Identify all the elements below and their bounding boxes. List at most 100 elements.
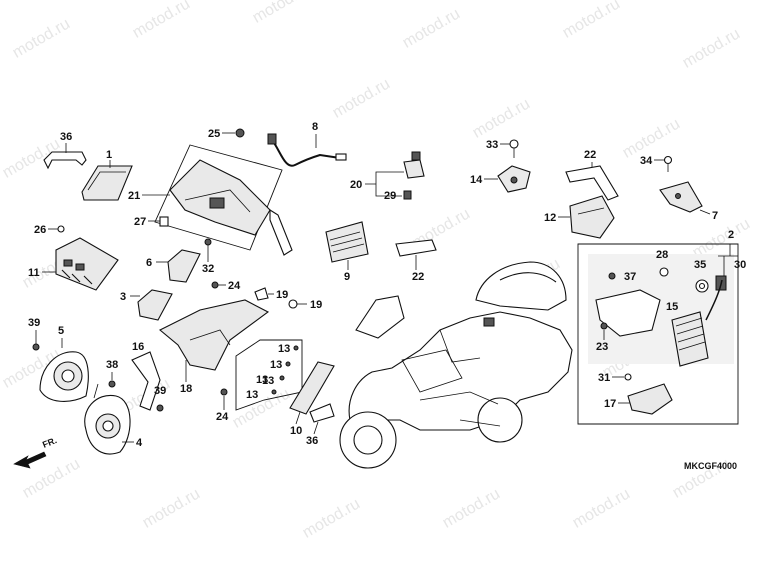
leader-line [718,244,738,276]
callout-38: 38 [106,359,118,371]
callout-4: 4 [136,437,143,449]
motorcycle-illustration [339,261,573,469]
front-label: FR. [41,435,58,450]
part-19-nut[interactable] [288,299,298,309]
part-36-bracket[interactable] [43,151,87,170]
part-32-bolt[interactable] [204,238,212,246]
part-39-bolt[interactable] [32,343,40,351]
callout-36: 36 [60,131,72,143]
callout-13: 13 [246,389,258,401]
part-regulator-bracket[interactable] [595,289,661,337]
part-7-bracket[interactable] [659,181,703,213]
callout-19: 19 [310,299,322,311]
part-18-bracket[interactable] [159,299,270,371]
part-11-control-unit[interactable] [55,237,119,291]
callout-35: 35 [694,259,706,271]
callout-39: 39 [154,385,166,397]
part-33-bolt[interactable] [509,139,519,158]
callout-22: 22 [584,149,596,161]
part-1-module[interactable] [81,165,133,201]
part-22-strap[interactable] [565,165,619,201]
leader-line [313,421,319,435]
diagram-code: MKCGF4000 [684,461,737,471]
part-22-cover[interactable] [395,239,437,257]
leader-line [365,171,404,197]
part-28-nut[interactable] [659,267,669,277]
callout-13: 13 [278,343,290,355]
callout-34: 34 [640,155,653,167]
callout-36: 36 [306,435,318,447]
callout-13: 13 [262,375,274,387]
part-29-clip[interactable] [403,190,412,200]
callout-17: 17 [604,398,616,410]
part-stay[interactable] [269,209,293,256]
callout-18: 18 [180,383,192,395]
part-21-bracket[interactable] [169,159,271,236]
part-3-relay[interactable] [137,289,173,321]
callout-1: 1 [106,149,112,161]
callout-5: 5 [58,325,64,337]
part-17-cover[interactable] [627,383,673,415]
part-13-clips[interactable] [271,345,299,395]
part-38-nut[interactable] [108,380,116,388]
part-24-bolt[interactable] [220,388,228,396]
part-10-duct[interactable] [289,361,335,415]
callout-13: 13 [256,374,268,386]
part-5-horn[interactable] [39,351,89,402]
part-23-bolt[interactable] [600,322,608,330]
callout-26: 26 [34,224,46,236]
callout-7: 7 [712,210,718,222]
part-34-bolt[interactable] [663,155,673,173]
callout-23: 23 [596,341,608,353]
part-26-bolt[interactable] [57,225,65,233]
callout-9: 9 [344,271,350,283]
part-27-clip[interactable] [159,216,169,227]
part-37-bolt[interactable] [608,272,616,280]
callout-16: 16 [132,341,144,353]
part-6-relay[interactable] [167,249,201,283]
part-39-bolt[interactable] [156,404,164,412]
callout-12: 12 [544,212,556,224]
part-35-grommet[interactable] [695,279,709,293]
callout-20: 20 [350,179,362,191]
part-regulator[interactable] [671,279,723,367]
callout-28: 28 [656,249,668,261]
part-4-horn[interactable] [84,383,131,455]
part-19-clip[interactable] [254,287,269,301]
assembly-box [154,144,283,251]
part-36-clip[interactable] [309,403,335,423]
callout-8: 8 [312,121,318,133]
part-20-sensor[interactable] [403,151,425,179]
part-9-ecu[interactable] [325,221,369,263]
detail-box [577,243,739,425]
part-25-bolt[interactable] [235,128,245,138]
callout-24: 24 [228,280,241,292]
front-direction-arrow-icon [13,451,47,469]
part-31-bolt[interactable] [624,373,632,381]
callout-30: 30 [734,259,746,271]
callout-10: 10 [290,425,302,437]
callout-25: 25 [208,128,220,140]
callout-37: 37 [624,271,636,283]
callout-2: 2 [728,229,734,241]
callout-31: 31 [598,372,610,384]
callout-15: 15 [666,301,678,313]
part-24-bolt[interactable] [211,281,219,289]
part-8-harness[interactable] [267,133,347,167]
callout-27: 27 [134,216,146,228]
part-14-bracket[interactable] [497,165,531,193]
part-12-module[interactable] [569,195,615,239]
callout-39: 39 [28,317,40,329]
callout-22: 22 [412,271,424,283]
callout-14: 14 [470,174,483,186]
callout-24: 24 [216,411,229,423]
leader-line [699,209,711,215]
callout-21: 21 [128,190,140,202]
callout-29: 29 [384,190,396,202]
part-16-stay[interactable] [131,351,161,411]
callout-13: 13 [270,359,282,371]
callout-11: 11 [28,267,40,279]
callout-32: 32 [202,263,214,275]
leader-line [295,411,301,425]
